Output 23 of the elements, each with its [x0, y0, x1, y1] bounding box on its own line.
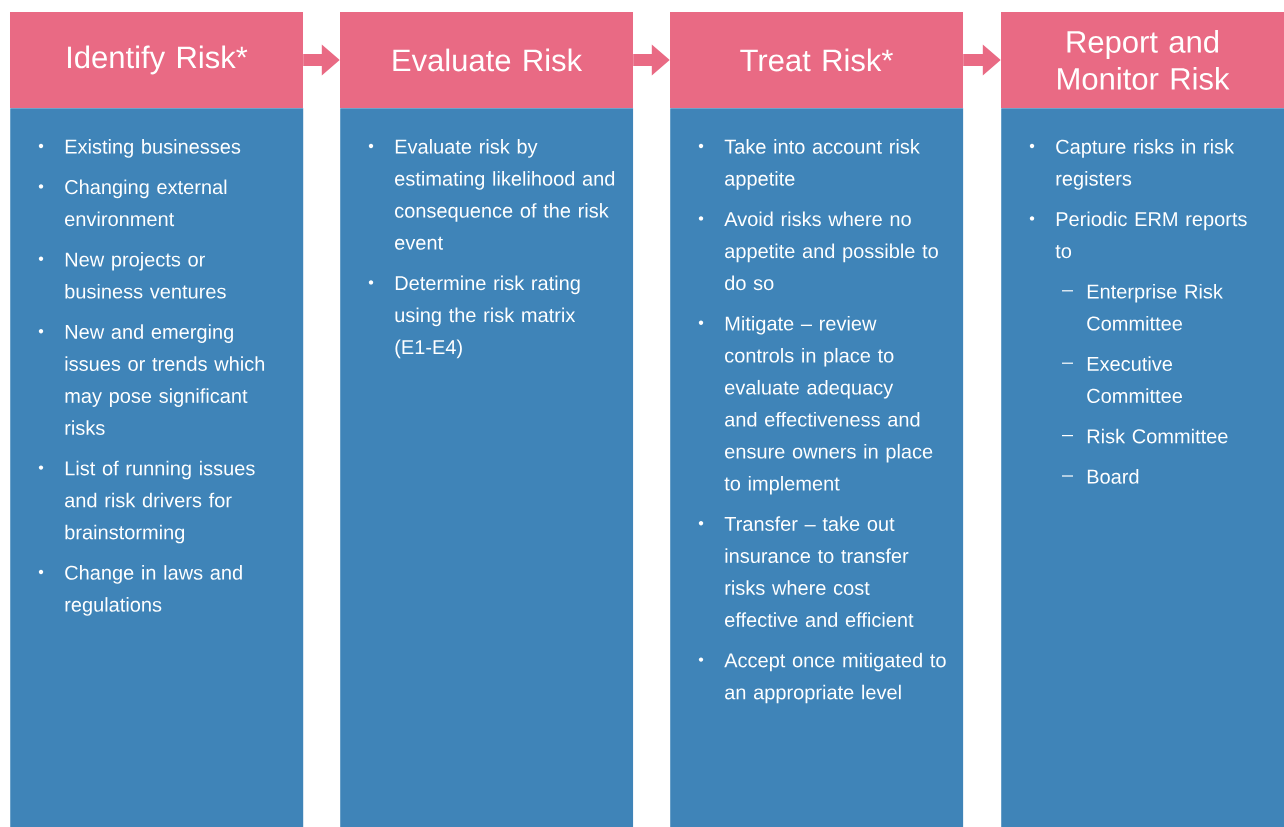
- bullet-item: New projects or business ventures: [38, 251, 226, 299]
- bullet-item: Determine risk rating using the risk matrix (E1-E4): [368, 275, 580, 359]
- bullet-item: Accept once mitigated to an appropriate level: [698, 652, 946, 704]
- bullet-item: Enterprise Risk Committee: [1061, 283, 1223, 331]
- bullet-item: Existing businesses: [38, 139, 241, 158]
- bullet-item: Board: [1061, 469, 1139, 484]
- bullet-item: Avoid risks where no appetite and possible to do so: [698, 211, 938, 291]
- bullet-item: Executive Committee: [1061, 356, 1182, 403]
- bullet-item: List of running issues and risk drivers for brainstorming: [38, 460, 255, 544]
- step-header: Treat Risk*: [670, 12, 963, 108]
- step-header: Identify Risk*: [10, 12, 303, 108]
- bullet-item: Take into account risk appetite: [698, 139, 920, 190]
- bullet-item: Changing external environment: [38, 179, 227, 227]
- step-header: Report and Monitor Risk: [1001, 12, 1284, 108]
- bullet-item: Risk Committee: [1061, 428, 1228, 444]
- bullet-item: Transfer – take out insurance to transfer risks where cost effective and efficient: [698, 516, 914, 627]
- bullet-item: New and emerging issues or trends which may pose significant risks: [38, 324, 265, 435]
- bullet-item: Mitigate – review controls in place to evaluate adequacy and effectiveness and ensure owners in place to implement: [698, 315, 933, 495]
- bullet-item: Periodic ERM reports to: [1029, 211, 1247, 259]
- bullet-item: Evaluate risk by estimating likelihood and consequence of the risk event: [368, 139, 615, 250]
- step-header: Evaluate Risk: [340, 12, 633, 108]
- bullet-item: Change in laws and regulations: [38, 565, 242, 616]
- bullet-item: Capture risks in risk registers: [1029, 139, 1235, 190]
